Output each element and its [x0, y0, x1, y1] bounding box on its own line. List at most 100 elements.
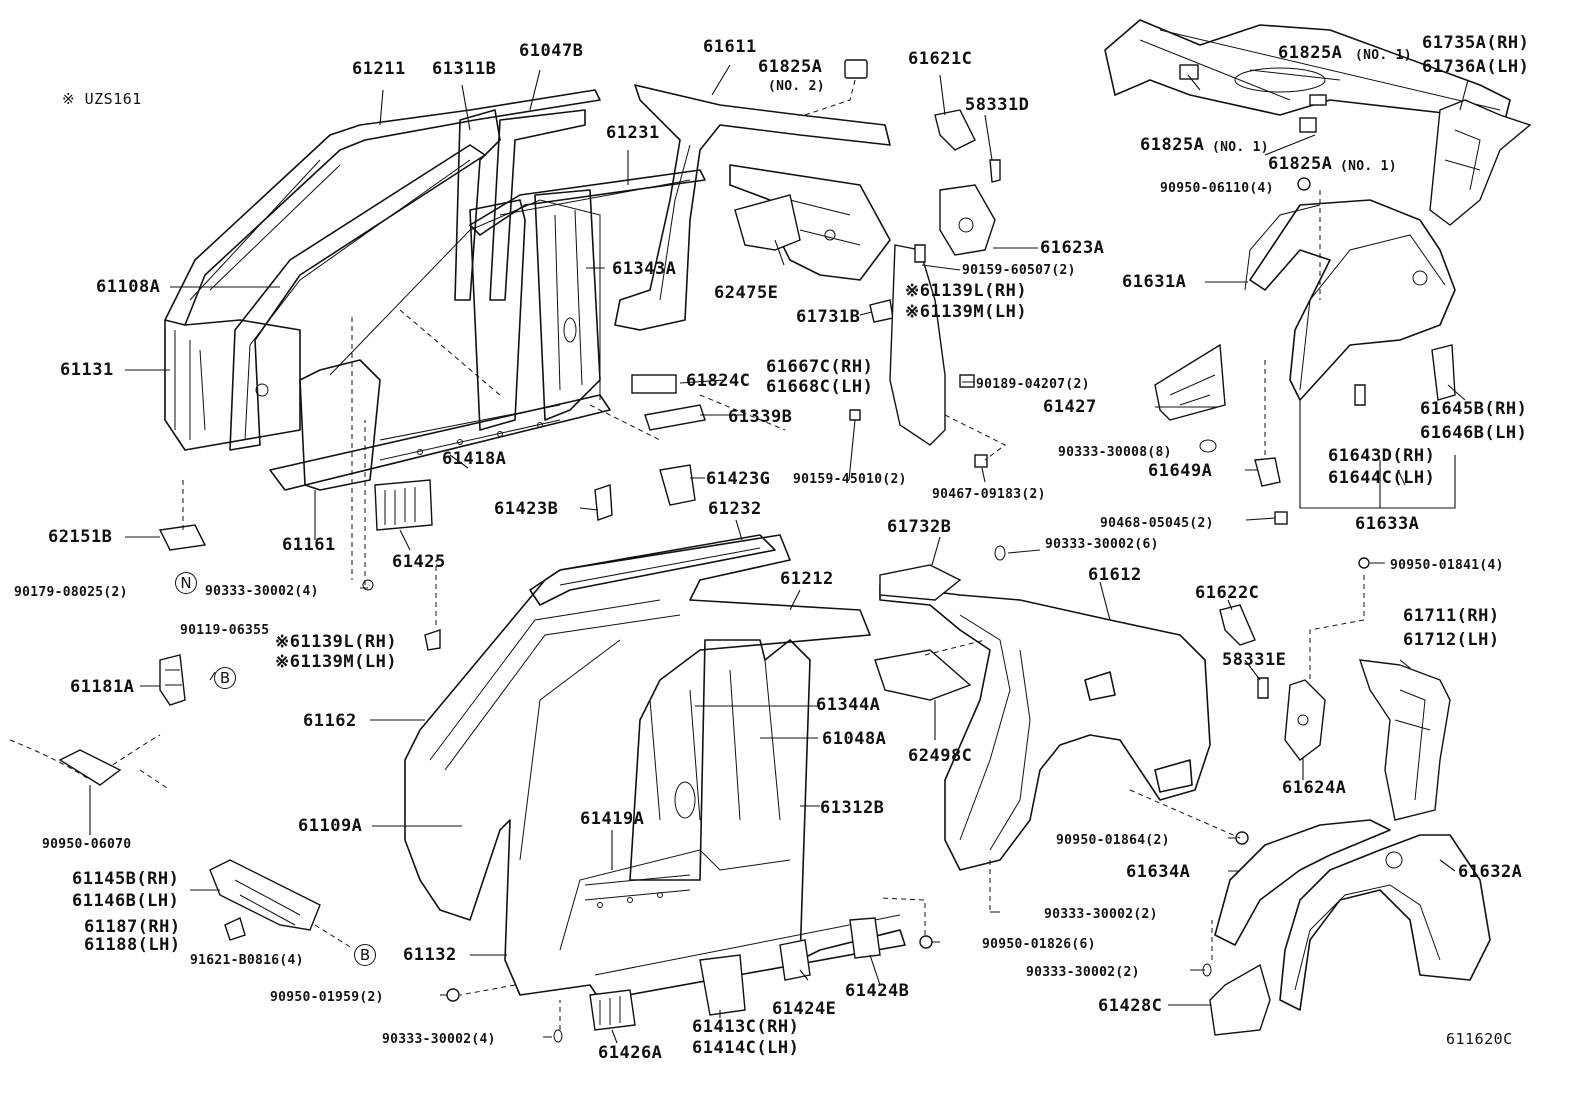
center-pillar-61311B — [454, 109, 586, 301]
bracket-61643D — [1354, 384, 1366, 406]
label-61139M-b: ※61139M(LH) — [275, 652, 398, 672]
label-90950-06070: 90950-06070 — [42, 837, 132, 852]
label-61634A: 61634A — [1126, 862, 1191, 882]
roof-side-rail-61211 — [164, 89, 601, 451]
marker-b-upper: B — [214, 667, 236, 689]
front-pillar-61108A — [229, 144, 486, 451]
label-61712: 61712(LH) — [1403, 630, 1500, 650]
marker-b-lower: B — [354, 944, 376, 966]
bracket-61423G — [659, 464, 696, 506]
bolt-90159-45010 — [849, 409, 861, 421]
label-90333-30008: 90333-30008(8) — [1058, 445, 1172, 460]
label-61413C: 61413C(RH) — [692, 1017, 800, 1037]
wheelhouse-61631A — [1244, 199, 1456, 401]
label-90119-06355: 90119-06355 — [180, 623, 270, 638]
label-90468-05045: 90468-05045(2) — [1100, 516, 1214, 531]
extension-61427 — [1154, 343, 1226, 421]
quarter-panel-inner-61611 — [614, 84, 891, 331]
label-91621-B0816: 91621-B0816(4) — [190, 953, 304, 968]
label-61145B: 61145B(RH) — [72, 869, 180, 889]
label-61612: 61612 — [1088, 565, 1142, 585]
extension-61623A — [939, 184, 996, 256]
label-61181A: 61181A — [70, 677, 135, 697]
label-61735A: 61735A(RH) — [1422, 33, 1530, 53]
label-90950-01864: 90950-01864(2) — [1056, 833, 1170, 848]
label-61311B: 61311B — [432, 59, 497, 79]
label-61622C: 61622C — [1195, 583, 1260, 603]
label-61667C: 61667C(RH) — [766, 357, 874, 377]
label-61139L-a: ※61139L(RH) — [905, 281, 1028, 301]
label-61424E: 61424E — [772, 999, 837, 1019]
label-61732B: 61732B — [887, 517, 952, 537]
label-61211: 61211 — [352, 59, 406, 79]
label-61047B: 61047B — [519, 41, 584, 61]
figure-id: 611620C — [1446, 1030, 1513, 1048]
label-61621C: 61621C — [908, 49, 973, 69]
label-90333-30002-2b: 90333-30002(2) — [1026, 965, 1140, 980]
label-61632A: 61632A — [1458, 862, 1523, 882]
extension-61667C — [889, 244, 946, 446]
label-61825A-top: 61825A — [1278, 43, 1343, 63]
label-58331E: 58331E — [1222, 650, 1287, 670]
roof-rail-61231 — [469, 169, 706, 236]
label-90950-01959: 90950-01959(2) — [270, 990, 384, 1005]
extension-61732B — [879, 564, 962, 601]
plug-90950-06110 — [1297, 177, 1311, 191]
label-90950-01841: 90950-01841(4) — [1390, 558, 1504, 573]
pad-61139 — [869, 299, 894, 323]
label-61825A-right-note: (NO. 1) — [1340, 159, 1397, 174]
label-62151B: 62151B — [48, 527, 113, 547]
bracket-61621C — [934, 109, 976, 151]
label-61825A-no2: 61825A — [758, 57, 823, 77]
bracket-61424E — [779, 939, 811, 981]
label-61131: 61131 — [60, 360, 114, 380]
hinge-61181A — [159, 654, 186, 706]
nut-90189-04207 — [959, 374, 975, 388]
extension-61735A — [1429, 99, 1532, 226]
model-note: ※ UZS161 — [62, 90, 142, 108]
rocker-panel-61418A — [269, 199, 611, 491]
label-61339B: 61339B — [728, 407, 793, 427]
bracket-61413C — [699, 954, 746, 1016]
label-90950-01826: 90950-01826(6) — [982, 937, 1096, 952]
label-61736A: 61736A(LH) — [1422, 57, 1530, 77]
label-90159-60507: 90159-60507(2) — [962, 263, 1076, 278]
plug-90950-01864 — [1235, 831, 1249, 845]
label-61108A: 61108A — [96, 277, 161, 297]
clip-58331D — [989, 159, 1001, 183]
label-61344A: 61344A — [816, 695, 881, 715]
leader-lines — [89, 64, 1469, 1044]
side-outer-61212 — [404, 534, 906, 1001]
label-61645B: 61645B(RH) — [1420, 399, 1528, 419]
spacer-61187 — [224, 917, 246, 941]
roof-rail-61232 — [529, 534, 776, 606]
label-61426A: 61426A — [598, 1043, 663, 1063]
label-61623A: 61623A — [1040, 238, 1105, 258]
label-61161: 61161 — [282, 535, 336, 555]
center-pillar-61343A — [469, 189, 601, 431]
label-61312B: 61312B — [820, 798, 885, 818]
label-61343A: 61343A — [612, 259, 677, 279]
label-90467-09183: 90467-09183(2) — [932, 487, 1046, 502]
label-90333-30002-6: 90333-30002(6) — [1045, 537, 1159, 552]
label-61212: 61212 — [780, 569, 834, 589]
label-61231: 61231 — [606, 123, 660, 143]
label-61419A: 61419A — [580, 809, 645, 829]
bracket-61645B — [1431, 344, 1456, 401]
label-61132: 61132 — [403, 945, 457, 965]
label-90333-30002-4b: 90333-30002(4) — [382, 1032, 496, 1047]
label-61646B: 61646B(LH) — [1420, 423, 1528, 443]
clip-90467-09183 — [974, 454, 988, 468]
plug-61825A-no2 — [844, 59, 868, 79]
label-62498C: 62498C — [908, 746, 973, 766]
label-61643D: 61643D(RH) — [1328, 446, 1436, 466]
label-61427: 61427 — [1043, 397, 1097, 417]
plug-90950-01826 — [919, 935, 933, 949]
clip-90468-05045 — [1274, 511, 1288, 525]
pad-61139-lower — [424, 629, 441, 651]
label-61146B: 61146B(LH) — [72, 891, 180, 911]
label-61139M-a: ※61139M(LH) — [905, 302, 1028, 322]
label-90189-04207: 90189-04207(2) — [976, 377, 1090, 392]
